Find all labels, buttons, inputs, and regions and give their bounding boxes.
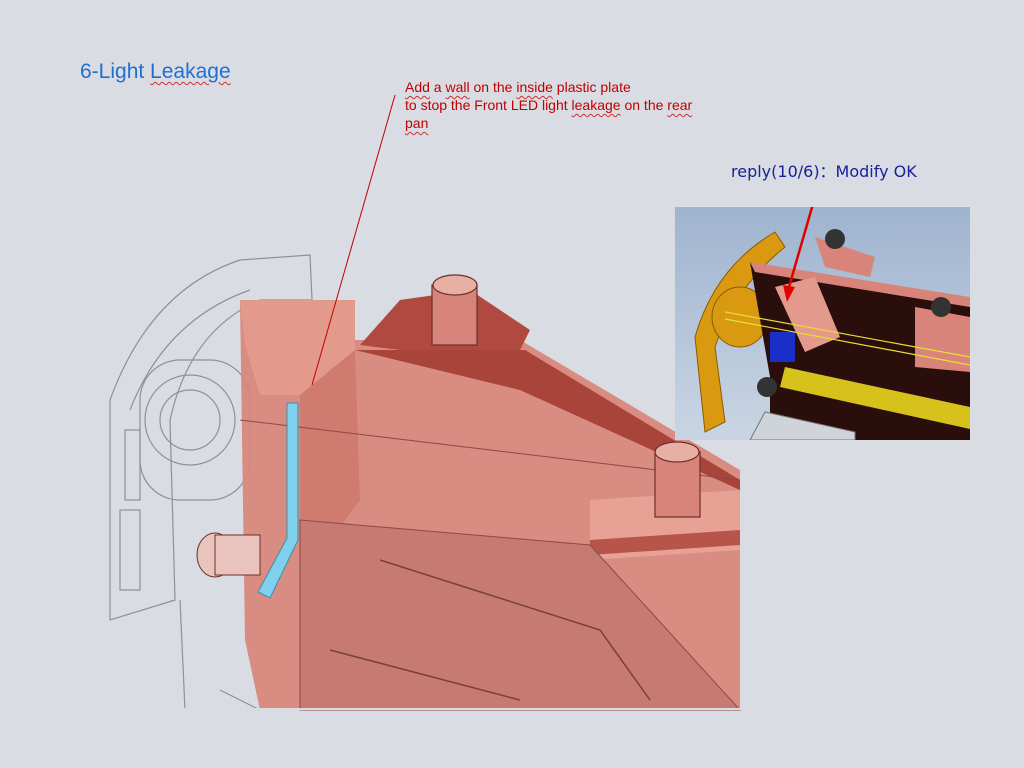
slide-title: 6-Light Leakage (80, 60, 231, 83)
annotation-leader-line (311, 94, 396, 386)
plastic-plate (239, 290, 742, 711)
annotation-note: Add a wall on the inside plastic plate t… (405, 78, 735, 132)
note-line-3: pan (405, 115, 429, 131)
added-wall-highlight (257, 402, 299, 599)
reply-text: reply(10/6)：Modify OK (731, 162, 917, 181)
orange-bracket (694, 231, 786, 433)
led-lens (196, 532, 261, 578)
red-arrow (787, 207, 814, 288)
note-line-2: to stop the Front LED light leakage on t… (405, 97, 693, 113)
screw-bosses (431, 274, 701, 518)
cad-model-inset-view (675, 207, 970, 440)
note-line-1: Add a wall on the inside plastic plate (405, 79, 631, 95)
